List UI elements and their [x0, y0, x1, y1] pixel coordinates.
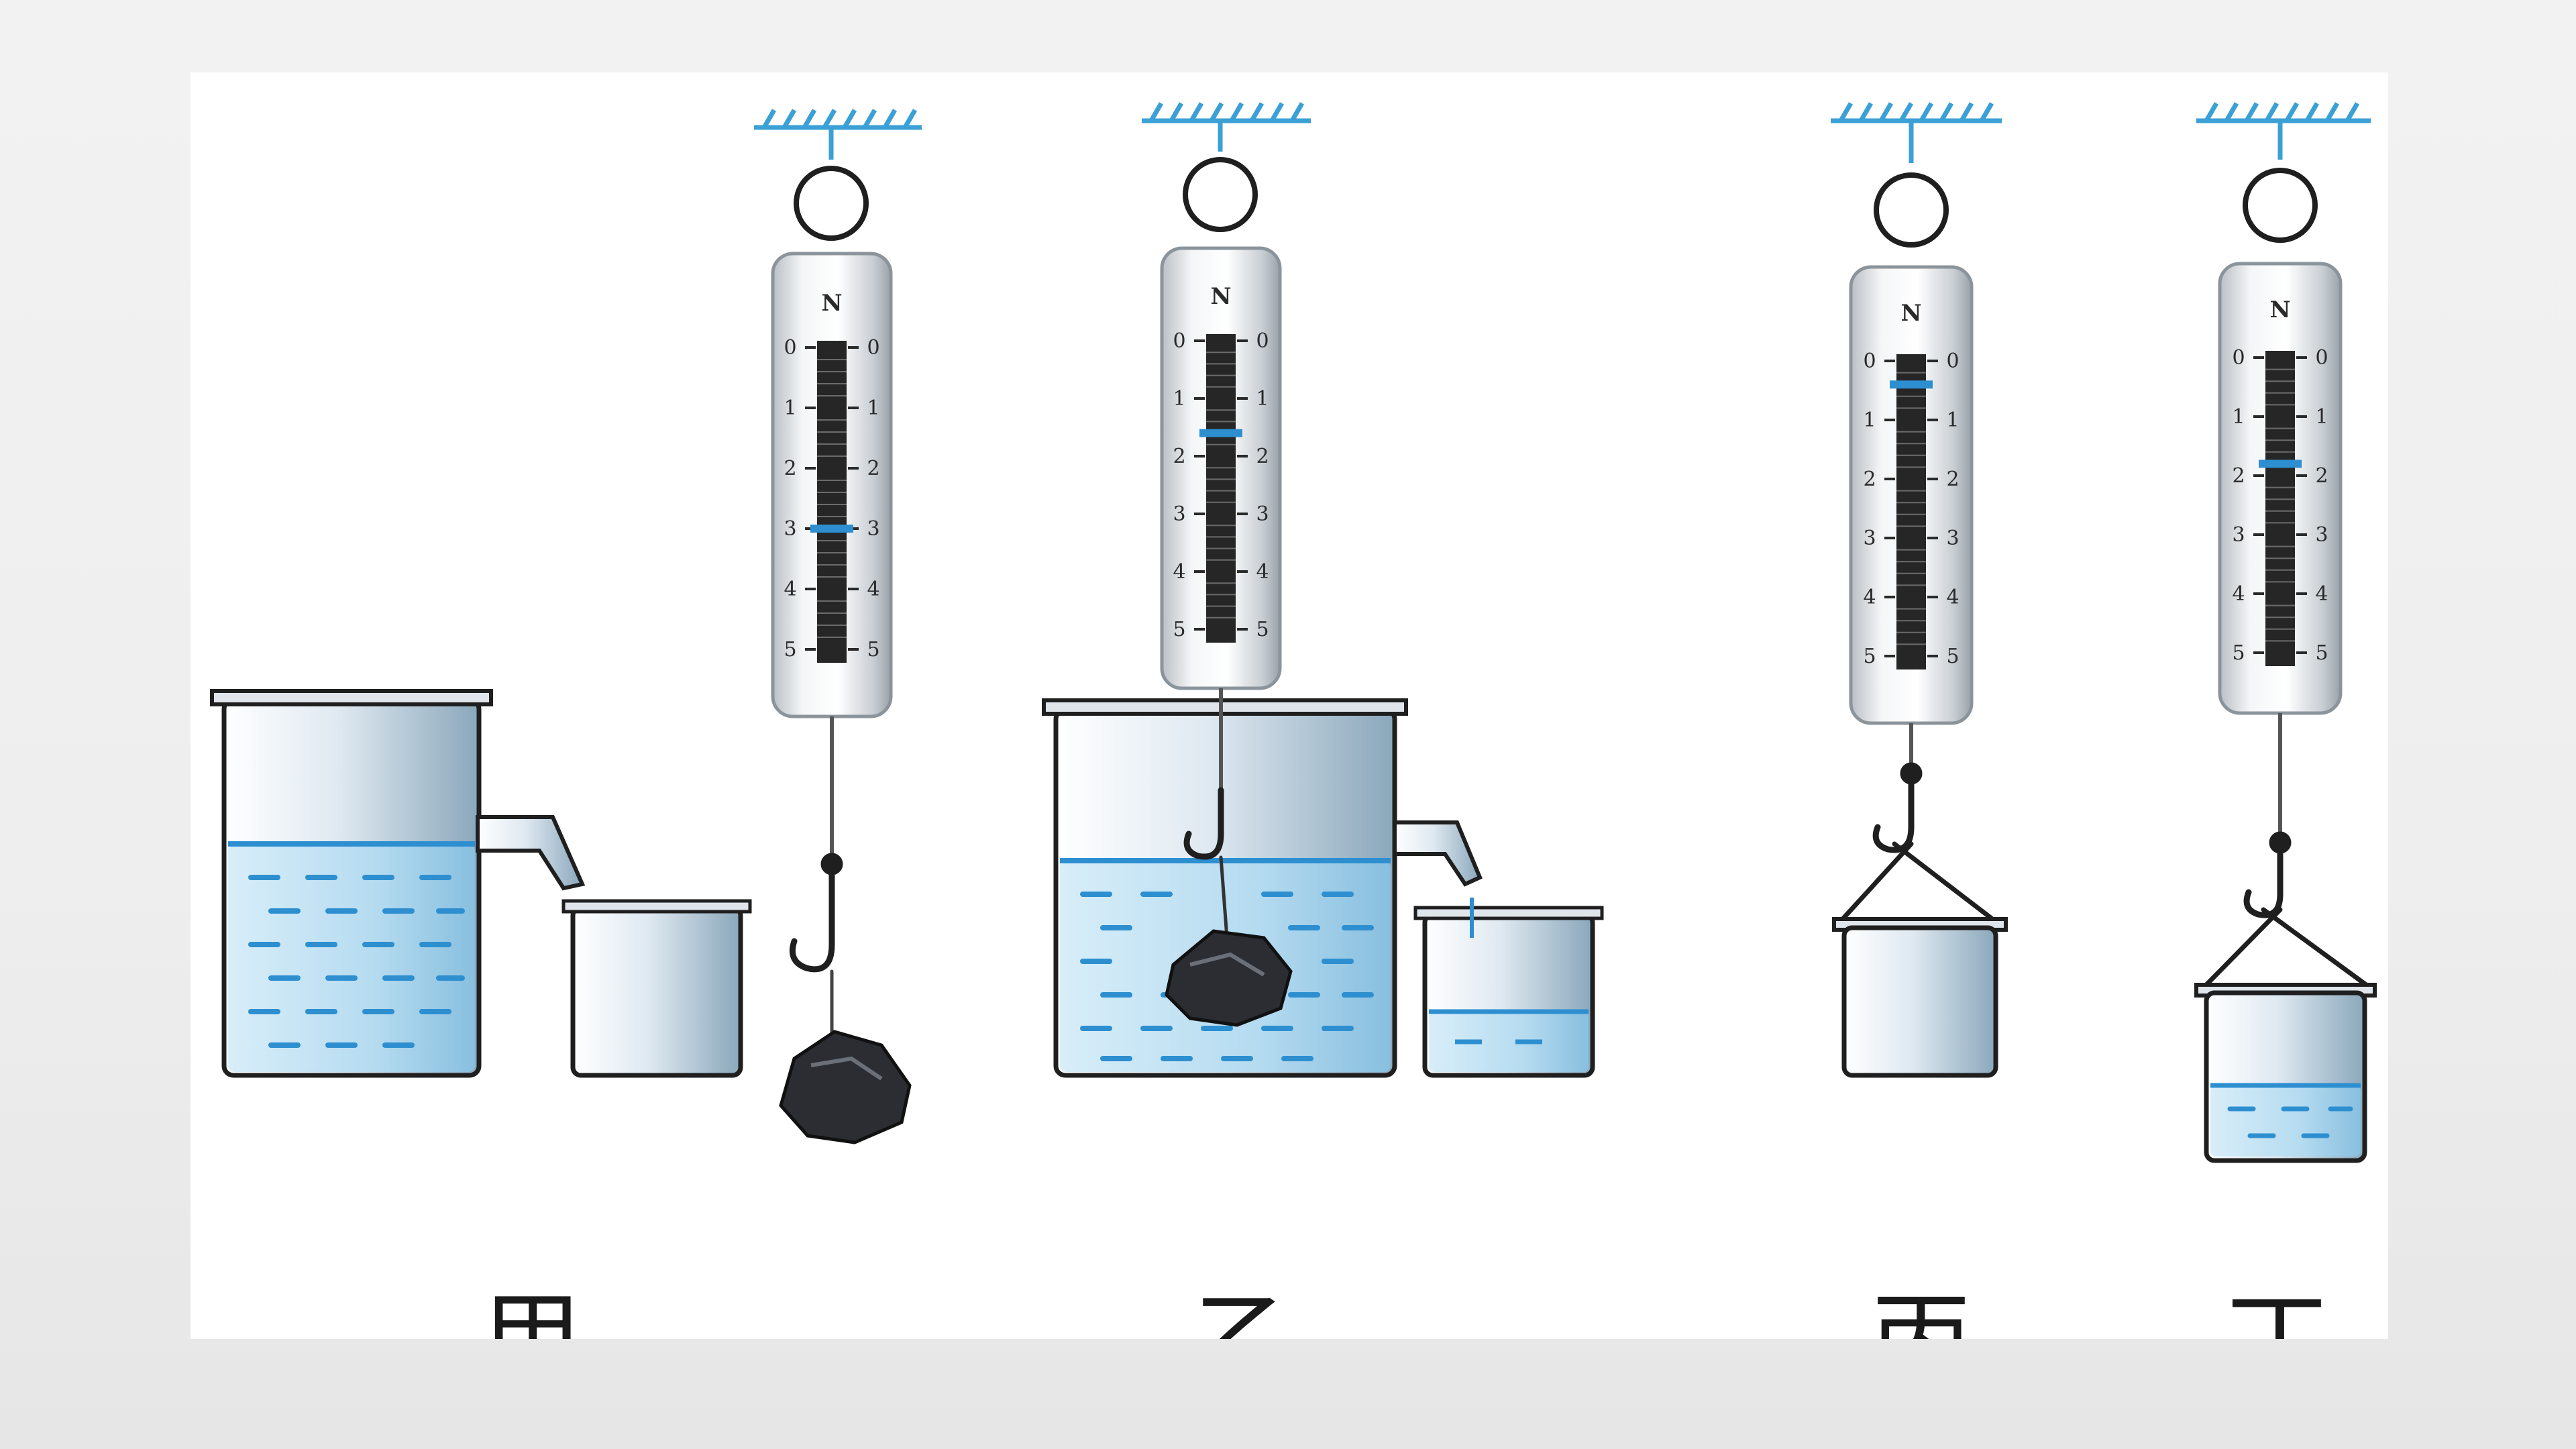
unit-bing: N — [1900, 300, 1921, 327]
ceiling-hatch-icon — [754, 109, 922, 160]
tick-label-bing-right-4: 4 — [1946, 586, 1959, 609]
tick-label-bing-right-3: 3 — [1946, 527, 1959, 550]
overflow-beaker-yi — [1042, 698, 1483, 1078]
figure-drawing: N 0 0 1 1 2 2 3 3 4 4 5 5 — [210, 102, 2377, 1163]
label-ding: 丁 — [2176, 1290, 2377, 1339]
setup-jia: N 0 0 1 1 2 2 3 3 4 4 5 5 — [210, 109, 922, 1144]
label-yi: 乙 — [1143, 1290, 1344, 1339]
tick-label-ding-left-1: 1 — [2232, 405, 2245, 429]
tick-label-ding-right-0: 0 — [2315, 346, 2328, 370]
tick-label-ding-right-5: 5 — [2315, 641, 2328, 665]
tick-label-bing-left-0: 0 — [1863, 350, 1876, 373]
tick-label-bing-right-1: 1 — [1946, 409, 1959, 432]
tick-label-jia-right-0: 0 — [867, 336, 879, 360]
tick-label-ding-right-3: 3 — [2315, 523, 2328, 547]
tick-label-jia-right-1: 1 — [867, 396, 879, 420]
tick-label-bing-right-2: 2 — [1946, 468, 1959, 491]
water-dashes-yi — [1080, 892, 1374, 1061]
tick-label-yi-left-3: 3 — [1173, 502, 1185, 526]
unit-ding: N — [2269, 297, 2290, 323]
hook-icon — [789, 853, 843, 1040]
pointer-jia — [810, 525, 853, 533]
pointer-yi — [1199, 429, 1242, 437]
label-jia: 甲 — [432, 1290, 633, 1339]
tick-label-yi-left-5: 5 — [1173, 618, 1185, 641]
stone-icon — [779, 1030, 912, 1144]
tick-label-ding-right-2: 2 — [2315, 464, 2328, 488]
ceiling-hatch-icon — [1831, 102, 2002, 163]
tick-label-bing-right-5: 5 — [1946, 645, 1959, 668]
tick-label-ding-left-0: 0 — [2232, 346, 2245, 370]
hook-icon — [1838, 762, 1998, 924]
tick-label-jia-right-4: 4 — [867, 578, 879, 601]
setup-yi: N 0 0 1 1 2 2 3 3 4 4 5 5 — [1042, 102, 1604, 1078]
setup-ding: N 0 0 1 1 2 2 3 3 4 4 5 5 — [2194, 102, 2377, 1163]
pointer-ding — [2259, 460, 2302, 468]
tick-label-jia-left-3: 3 — [784, 517, 796, 541]
tick-label-yi-left-2: 2 — [1173, 445, 1185, 468]
spring-scale-bing: N 0 0 1 1 2 2 3 3 4 4 5 5 — [1849, 265, 1974, 770]
setup-bing: N 0 0 1 1 2 2 3 3 4 4 5 5 — [1831, 102, 2008, 1078]
tick-label-bing-left-2: 2 — [1863, 468, 1876, 491]
tick-label-bing-left-3: 3 — [1863, 527, 1876, 550]
unit-jia: N — [821, 290, 842, 317]
tick-label-ding-left-4: 4 — [2232, 582, 2245, 606]
tick-label-ding-left-2: 2 — [2232, 464, 2245, 488]
tick-label-ding-left-3: 3 — [2232, 523, 2245, 547]
tick-label-yi-right-0: 0 — [1256, 329, 1269, 353]
hanging-beaker-bing — [1832, 917, 2008, 1078]
hanging-beaker-ding — [2194, 983, 2377, 1163]
tick-label-yi-left-1: 1 — [1173, 387, 1185, 411]
tick-label-yi-left-4: 4 — [1173, 560, 1185, 584]
tick-label-yi-right-4: 4 — [1256, 560, 1269, 584]
tick-label-yi-right-5: 5 — [1256, 618, 1269, 641]
tick-label-yi-right-2: 2 — [1256, 445, 1269, 468]
tick-label-bing-left-4: 4 — [1863, 586, 1876, 609]
tick-label-jia-right-2: 2 — [867, 457, 879, 480]
tick-label-yi-right-3: 3 — [1256, 502, 1269, 526]
small-beaker-yi — [1413, 898, 1604, 1078]
tick-label-ding-left-5: 5 — [2232, 641, 2245, 665]
tick-label-jia-left-1: 1 — [784, 396, 796, 420]
stone-icon — [1165, 929, 1293, 1027]
small-beaker-jia — [561, 899, 752, 1078]
experiment-figure: N 0 0 1 1 2 2 3 3 4 4 5 5 — [191, 72, 2388, 1339]
tick-label-yi-left-0: 0 — [1173, 329, 1185, 353]
ceiling-hatch-icon — [2196, 102, 2371, 160]
tick-label-bing-right-0: 0 — [1946, 350, 1959, 373]
pointer-bing — [1890, 380, 1933, 389]
tick-label-bing-left-5: 5 — [1863, 645, 1876, 668]
tick-label-yi-right-1: 1 — [1256, 387, 1269, 411]
tick-label-ding-right-1: 1 — [2315, 405, 2328, 429]
tick-label-jia-left-5: 5 — [784, 638, 796, 661]
hook-icon — [2200, 831, 2373, 991]
tick-label-jia-left-0: 0 — [784, 336, 796, 360]
water-dashes-jia — [248, 875, 465, 1048]
tick-label-ding-right-4: 4 — [2315, 582, 2328, 606]
ceiling-hatch-icon — [1142, 102, 1311, 152]
spring-scale-jia: N 0 0 1 1 2 2 3 3 4 4 5 5 — [771, 252, 893, 857]
spring-scale-yi: N 0 0 1 1 2 2 3 3 4 4 5 5 — [1160, 246, 1282, 790]
tick-label-jia-right-3: 3 — [867, 517, 879, 541]
unit-yi: N — [1210, 283, 1231, 310]
tick-label-bing-left-1: 1 — [1863, 409, 1876, 432]
overflow-beaker-jia — [210, 689, 586, 1078]
tick-label-jia-left-4: 4 — [784, 578, 796, 601]
tick-label-jia-right-5: 5 — [867, 638, 879, 661]
label-bing: 丙 — [1821, 1290, 2022, 1339]
spring-scale-ding: N 0 0 1 1 2 2 3 3 4 4 5 5 — [2218, 262, 2343, 837]
hook-icon — [1183, 787, 1229, 940]
tick-label-jia-left-2: 2 — [784, 457, 796, 480]
